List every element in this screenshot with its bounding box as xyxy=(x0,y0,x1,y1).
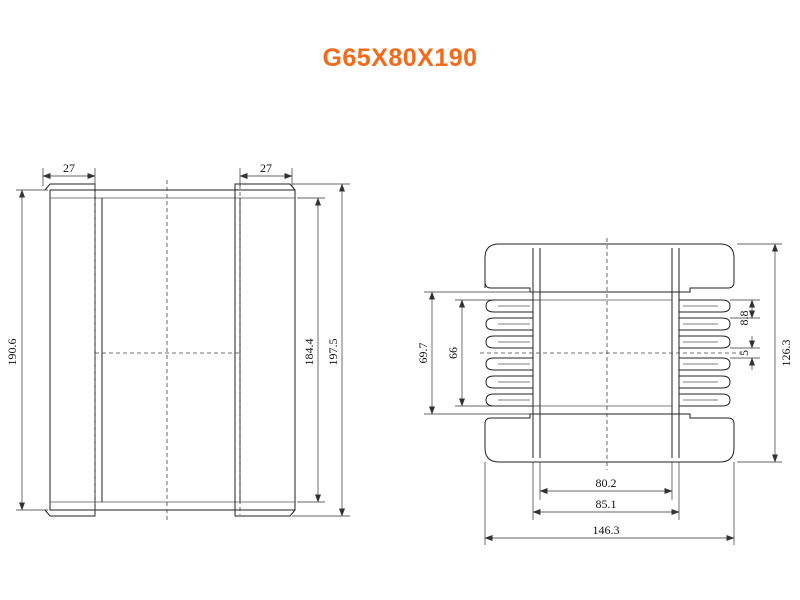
dim-width-total: 146.3 xyxy=(593,523,620,537)
side-bottom-flange xyxy=(484,413,735,463)
dim-width-mid: 85.1 xyxy=(596,497,617,511)
dim-left-outer: 69.7 xyxy=(416,343,430,364)
dim-height-inner: 184.4 xyxy=(302,339,316,366)
dim-left-inner: 66 xyxy=(446,347,460,359)
dim-pin-width: 5 xyxy=(737,350,751,356)
dim-height-outer: 190.6 xyxy=(5,339,19,366)
side-top-flange xyxy=(484,243,735,293)
side-view: 69.7 66 8.8 5 126.3 80.2 85.1 xyxy=(416,238,793,545)
right-pin-fingers xyxy=(679,299,731,407)
dim-side-height: 126.3 xyxy=(779,340,793,367)
dim-height-total: 197.5 xyxy=(326,339,340,366)
diagram-title: G65X80X190 xyxy=(322,44,478,72)
dim-pin-pitch: 8.8 xyxy=(737,311,751,326)
dim-top-right-width: 27 xyxy=(260,161,272,175)
front-body-outline xyxy=(49,189,296,511)
front-view: 27 27 190.6 184.4 197.5 xyxy=(5,161,350,522)
dim-width-inner: 80.2 xyxy=(596,476,617,490)
dim-top-left-width: 27 xyxy=(63,161,75,175)
